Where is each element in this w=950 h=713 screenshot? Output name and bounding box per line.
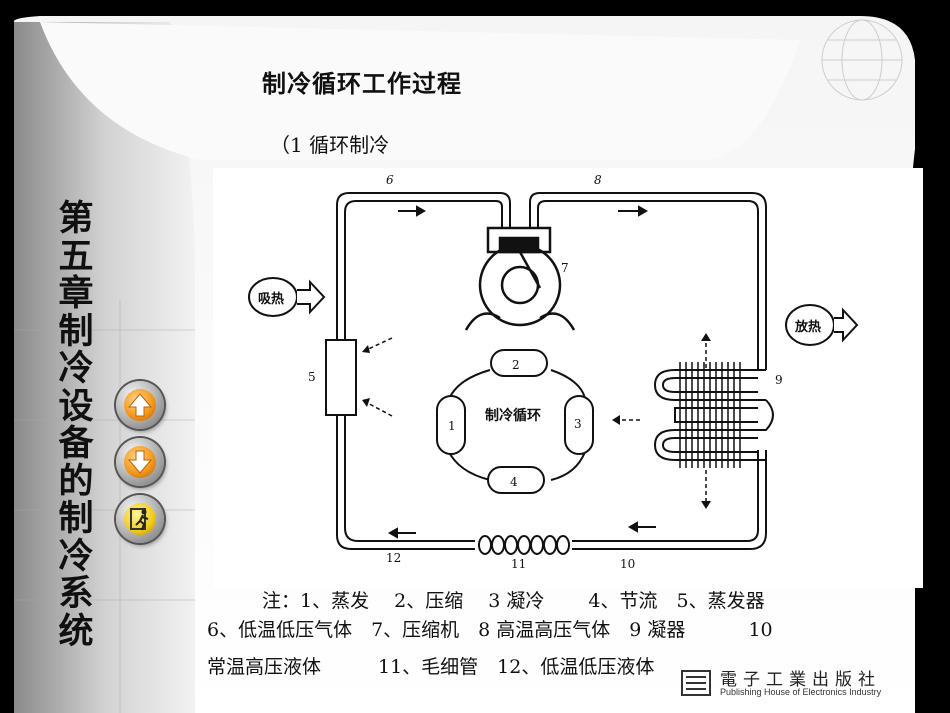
label-1: 1	[448, 419, 456, 433]
pipe-low-pressure-gas	[336, 192, 511, 340]
label-4: 4	[510, 475, 518, 489]
label-12: 12	[386, 551, 401, 565]
exit-running-man-icon	[130, 508, 149, 531]
next-slide-button[interactable]	[116, 438, 164, 486]
cycle-ring	[436, 349, 594, 494]
slide-subtitle: （1 循环制冷	[270, 133, 390, 157]
label-11: 11	[511, 557, 526, 571]
note-line-2: 6、低温低压气体 7、压缩机 8 高温高压气体 9 凝器 10	[207, 619, 773, 641]
condenser	[653, 362, 774, 468]
label-8: 8	[594, 173, 602, 187]
label-7: 7	[561, 261, 569, 275]
label-9: 9	[775, 373, 783, 387]
label-2: 2	[512, 358, 520, 372]
label-release-heat: 放热	[794, 319, 821, 335]
previous-slide-button[interactable]	[116, 381, 164, 429]
compressor	[464, 226, 576, 331]
note-line-3: 常温高压液体 11、毛细管 12、低温低压液体	[207, 656, 655, 678]
label-absorb-heat: 吸热	[258, 291, 284, 307]
up-arrow-icon	[127, 393, 153, 417]
label-5: 5	[308, 370, 316, 384]
note-line-1: 注：1、蒸发 2、压缩 3 凝冷 4、节流 5、蒸发器	[262, 590, 765, 612]
exit-button[interactable]	[116, 495, 164, 543]
slide-title: 制冷循环工作过程	[262, 69, 462, 98]
down-arrow-icon	[127, 450, 153, 474]
heat-release-arrow	[785, 304, 859, 346]
book-logo-icon	[681, 670, 711, 696]
label-cycle: 制冷循环	[485, 407, 541, 424]
chapter-title: 第五章 制冷设备的制冷系统	[58, 198, 94, 652]
publisher-name-cn: 電子工業出版社	[720, 670, 881, 690]
label-10: 10	[620, 557, 635, 571]
label-6: 6	[386, 173, 394, 187]
heat-absorb-arrow	[248, 277, 326, 317]
label-3: 3	[574, 417, 582, 431]
publisher-logo: 電子工業出版社 Publishing House of Electronics …	[680, 663, 940, 703]
evaporator	[325, 339, 357, 416]
publisher-name-en: Publishing House of Electronics Industry	[720, 687, 882, 697]
pipe-high-pressure-gas	[529, 192, 767, 370]
capillary-tube	[478, 535, 570, 555]
